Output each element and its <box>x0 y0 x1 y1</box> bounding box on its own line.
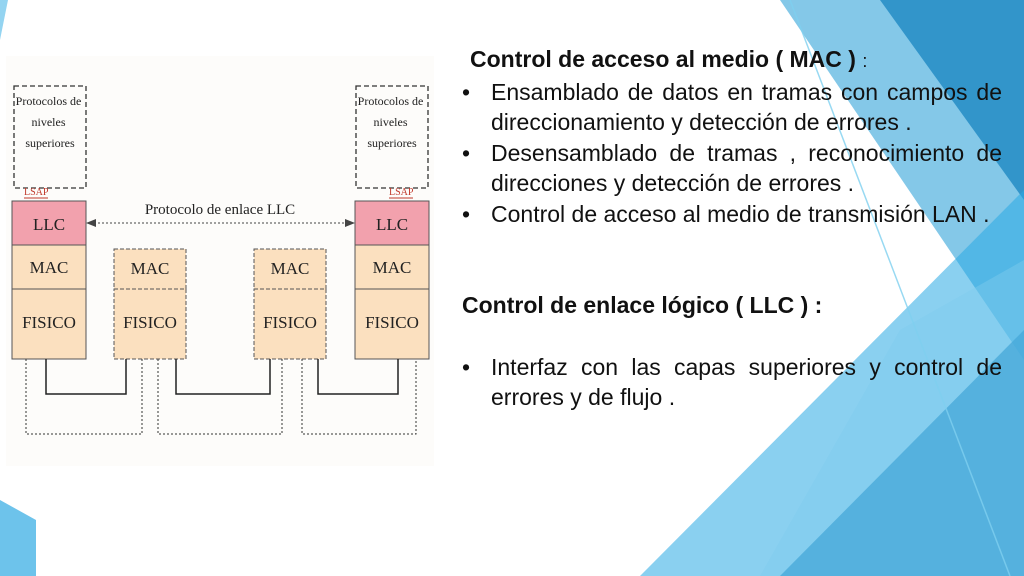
slide-text-body: Control de acceso al medio ( MAC ) : • E… <box>462 44 1002 413</box>
accent-shape-top-left <box>0 0 8 40</box>
lsap-label-right: LSAP <box>389 187 414 198</box>
accent-shape-lower-right-dark <box>780 330 1024 576</box>
mac-bullet-3: • Control de acceso al medio de transmis… <box>462 199 1002 230</box>
mac-label-bridge-2: MAC <box>271 259 310 278</box>
mac-label-right: MAC <box>373 258 412 277</box>
llc-bullet-1: • Interfaz con las capas superiores y co… <box>462 352 1002 413</box>
upper-layer-label-right: Protocolos de niveles superiores <box>358 94 427 150</box>
mac-layer-left <box>11 244 87 290</box>
mac-heading-colon: : <box>862 51 868 71</box>
fisico-label-right: FISICO <box>365 313 419 332</box>
llc-layer-right <box>354 200 430 246</box>
upper-layer-box-right <box>355 85 429 189</box>
fisico-layer-bridge-2 <box>253 288 327 360</box>
bullet-dot: • <box>462 139 471 166</box>
bullet-dot: • <box>462 200 471 227</box>
mac-layer-bridge-1 <box>113 248 187 290</box>
accent-thin-line <box>789 0 1011 576</box>
mac-heading: Control de acceso al medio ( MAC ) : <box>462 44 1002 77</box>
mac-layer-right <box>354 244 430 290</box>
llc-protocol-diagram: Protocolos de niveles superiores LSAP LL… <box>6 56 434 466</box>
physical-link-3 <box>317 359 399 395</box>
mac-bullet-2: • Desensamblado de tramas , reconocimien… <box>462 138 1002 199</box>
accent-shape-right-band <box>880 0 1024 200</box>
mac-bullet-2-text: Desensamblado de tramas , reconocimiento… <box>491 139 1002 197</box>
fisico-label-bridge-2: FISICO <box>263 313 317 332</box>
dotted-link-1 <box>25 359 143 435</box>
llc-label-right: LLC <box>376 215 408 234</box>
fisico-layer-left <box>11 288 87 360</box>
llc-bullet-1-text: Interfaz con las capas superiores y cont… <box>491 353 1002 411</box>
llc-protocol-label: Protocolo de enlace LLC <box>145 202 295 218</box>
fisico-label-bridge-1: FISICO <box>123 313 177 332</box>
mac-bullet-1-text: Ensamblado de datos en tramas con campos… <box>491 78 1002 136</box>
llc-label-left: LLC <box>33 215 65 234</box>
bullet-dot: • <box>462 353 471 380</box>
dotted-link-3 <box>301 359 417 435</box>
mac-bullet-1: • Ensamblado de datos en tramas con camp… <box>462 77 1002 138</box>
dotted-link-2 <box>157 359 283 435</box>
physical-link-1 <box>45 359 127 395</box>
fisico-layer-right <box>354 288 430 360</box>
llc-arrowhead-right <box>345 219 355 227</box>
llc-heading: Control de enlace lógico ( LLC ) : <box>462 292 823 318</box>
physical-link-2 <box>175 359 271 395</box>
bullet-dot: • <box>462 78 471 105</box>
mac-bullet-3-text: Control de acceso al medio de transmisió… <box>491 200 990 227</box>
llc-arrowhead-left <box>86 219 96 227</box>
mac-heading-text: Control de acceso al medio ( MAC ) <box>470 46 856 72</box>
accent-shape-bottom-left <box>0 500 36 576</box>
fisico-label-left: FISICO <box>22 313 76 332</box>
mac-layer-bridge-2 <box>253 248 327 290</box>
fisico-layer-bridge-1 <box>113 288 187 360</box>
lsap-label-left: LSAP <box>24 187 49 198</box>
accent-shape-lower-light <box>760 260 1024 576</box>
mac-label-left: MAC <box>30 258 69 277</box>
upper-layer-box-left <box>13 85 87 189</box>
mac-label-bridge-1: MAC <box>131 259 170 278</box>
upper-layer-label-left: Protocolos de niveles superiores <box>16 94 85 150</box>
